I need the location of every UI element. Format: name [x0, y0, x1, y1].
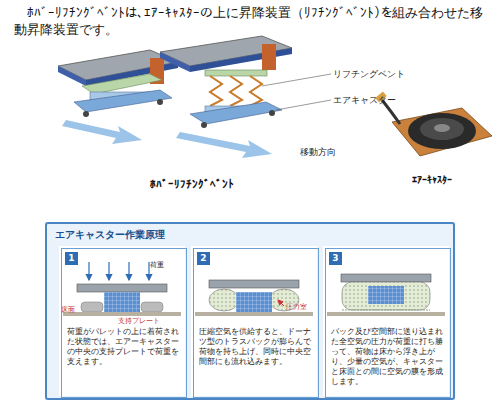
step3-figure [327, 274, 445, 316]
panel-fill [45, 222, 455, 400]
callout-number: 1 [65, 252, 78, 265]
part-label: ﾎﾊﾞｰﾘﾌﾁﾝｸﾞﾍﾞﾝﾄ [150, 178, 234, 191]
part-label: ｴｱｰｷｬｽﾀｰ [412, 174, 452, 185]
step-box: 1 荷重がパレットの上に着荷された状態では、エアーキャスターの中央の支持プレートで… [61, 248, 187, 398]
callout-number: 2 [197, 252, 210, 265]
step-fill [59, 246, 185, 396]
step-box: 3 バック及び空間部に送り込まれた全空気の圧力が荷重に打ち勝って、荷物は床から浮き… [325, 248, 451, 398]
step-fill [191, 246, 317, 396]
part-label: 圧力室 [286, 302, 307, 312]
step-text: バック及び空間部に送り込まれた全空気の圧力が荷重に打ち勝って、荷物は床から浮き上… [331, 327, 447, 387]
part-label: 移動方向 [300, 146, 336, 159]
intro-text: ﾎﾊﾞｰﾘﾌﾁﾝｸﾞﾍﾞﾝﾄは、ｴｱｰｷｬｽﾀｰの上に昇降装置（ﾘﾌﾁﾝｸﾞﾍﾞ… [14, 4, 490, 38]
hover-lifting-vent-raised [160, 36, 331, 158]
part-label: リフチングベント [333, 68, 405, 81]
step2-figure [195, 280, 313, 316]
step-fill [323, 246, 449, 396]
part-label: 支持プレート [118, 316, 160, 326]
panel-heading: エアキャスター作業原理 [55, 228, 165, 242]
part-label: 荷重 [150, 260, 164, 270]
part-label: エアキャスター [333, 94, 396, 107]
step-box: 2 圧縮空気を供給すると、ドーナツ型のトラスバックが膨らんで荷物を持ち上げ、同時に… [193, 248, 319, 398]
step-text: 圧縮空気を供給すると、ドーナツ型のトラスバックが膨らんで荷物を持ち上げ、同時に中… [199, 327, 315, 367]
principle-panel: エアキャスター作業原理 1 荷重がパレットの上に着荷された状態では、エアーキャスター… [45, 222, 455, 400]
hover-lifting-vent-left [58, 50, 178, 144]
part-label: 床面 [61, 305, 75, 315]
step-text: 荷重がパレットの上に着荷された状態では、エアーキャスターの中央の支持プレートで荷… [67, 327, 183, 367]
callout-number: 3 [329, 252, 342, 265]
step1-figure [63, 262, 181, 316]
